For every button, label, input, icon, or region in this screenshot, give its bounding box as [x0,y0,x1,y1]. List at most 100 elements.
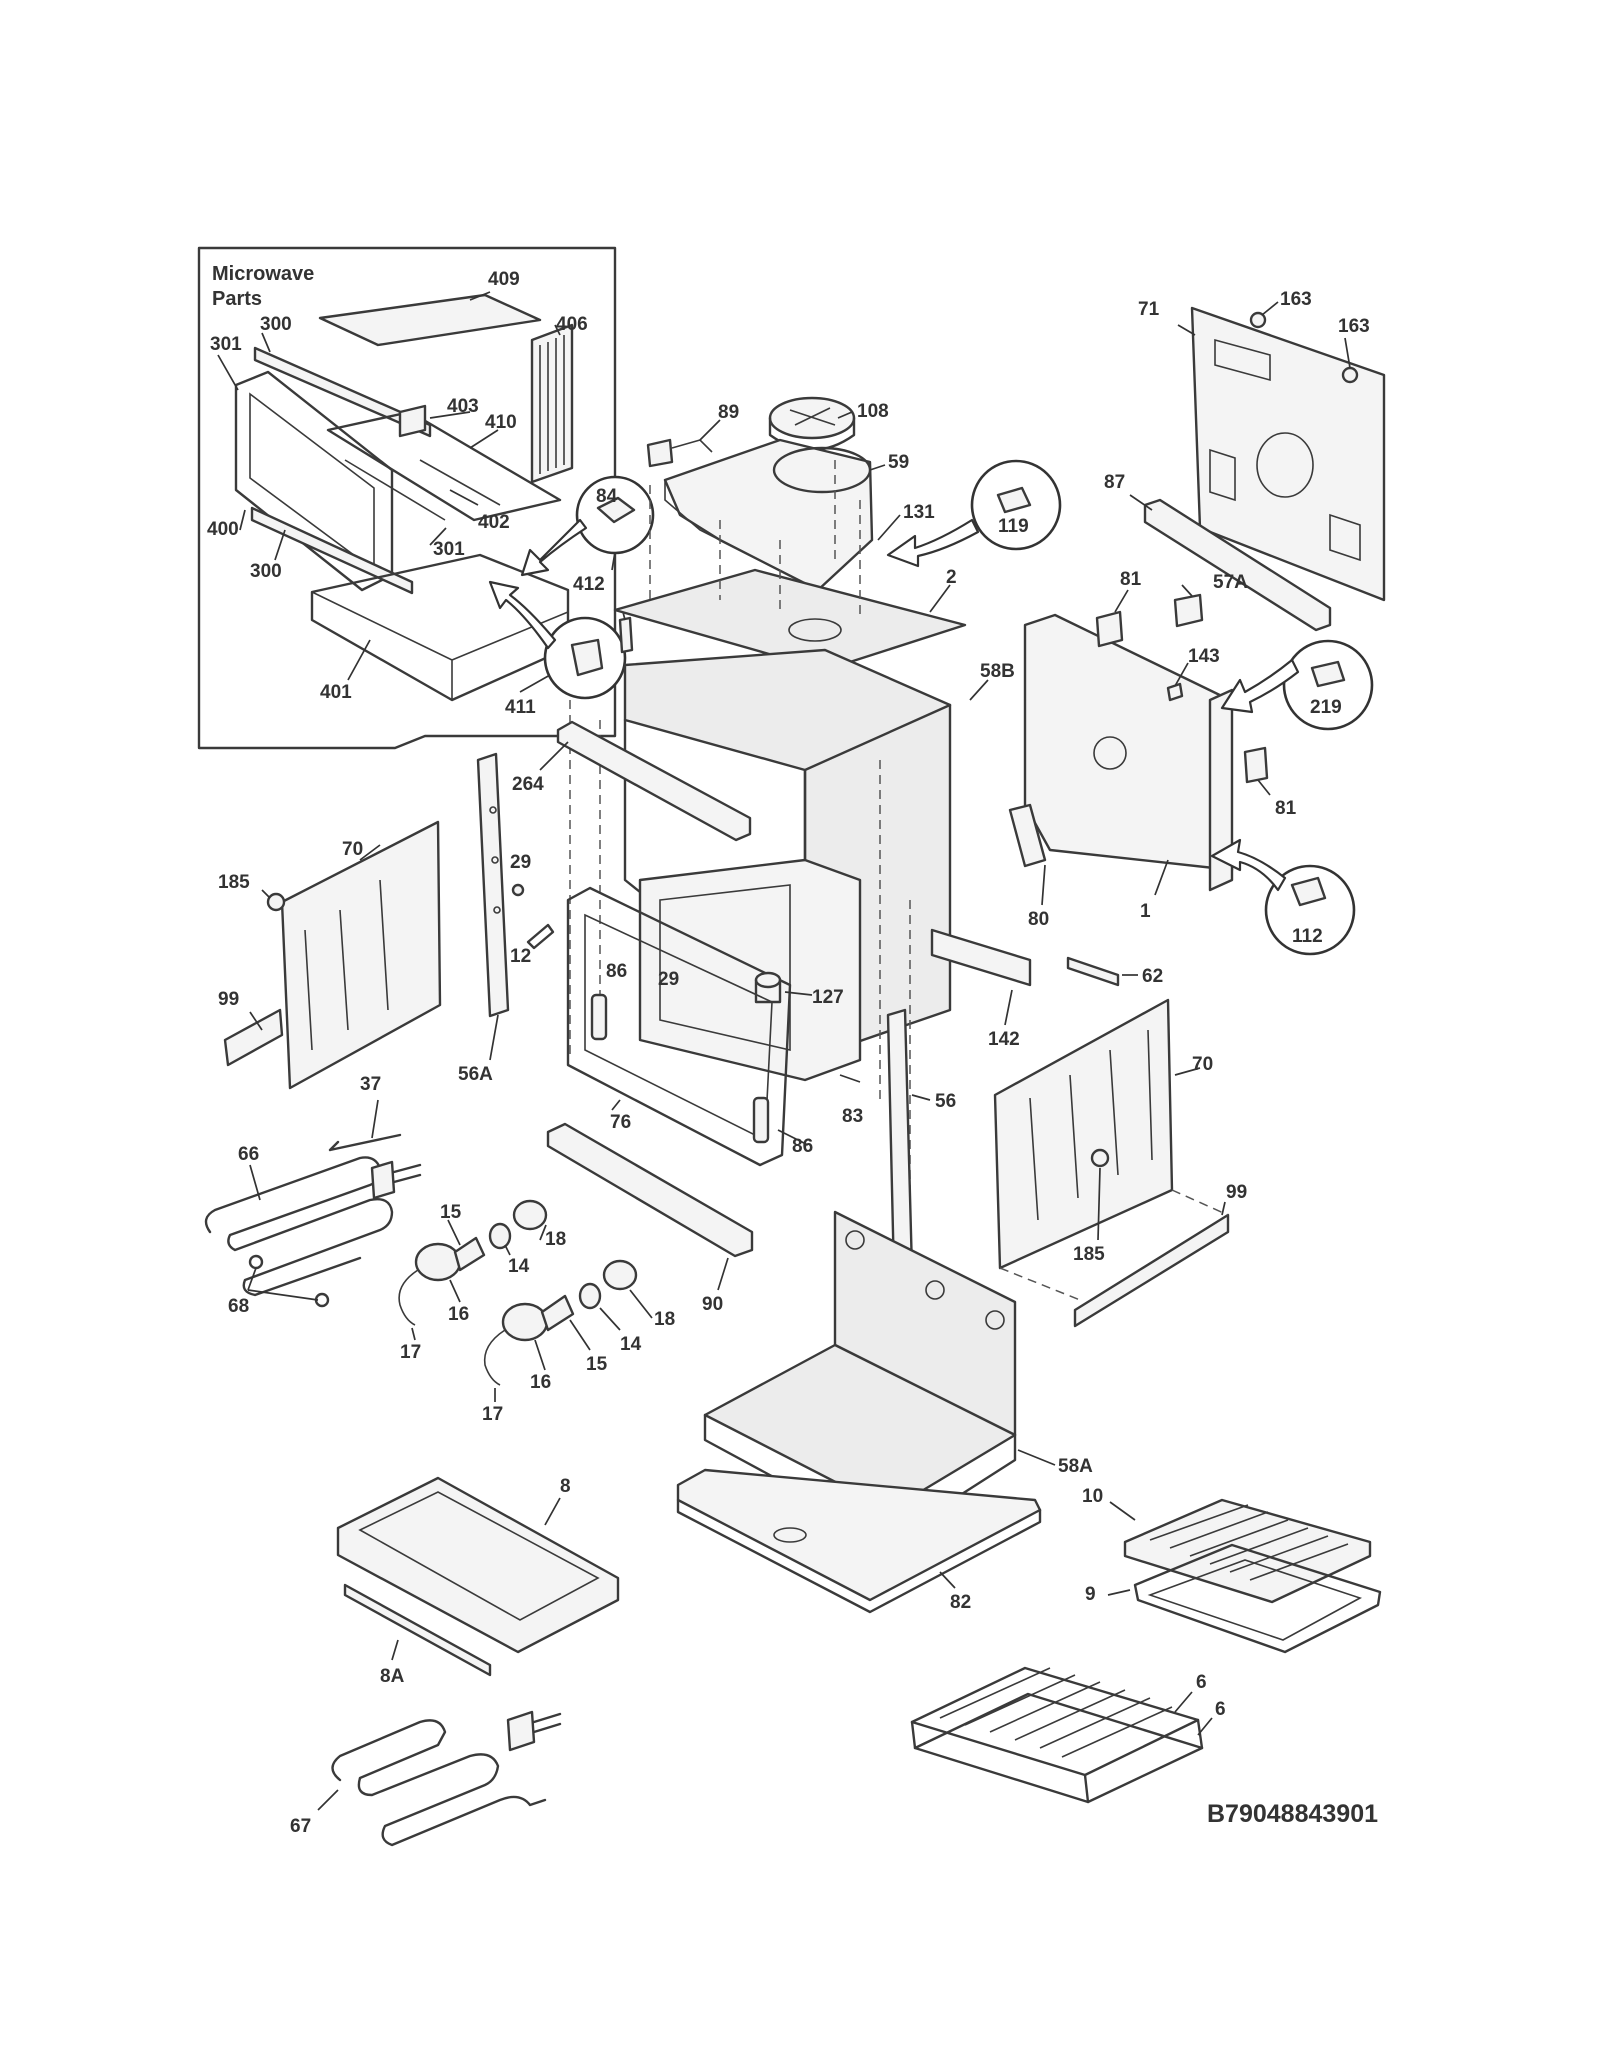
inset-leader-lines [217,291,626,693]
label-87: 87 [1104,472,1125,493]
broil-pan-slots [1149,1504,1349,1581]
label-127: 127 [812,987,844,1008]
label-81-top: 81 [1120,569,1142,590]
strip-hole [491,856,499,864]
leader-82 [939,1571,956,1589]
label-12: 12 [510,946,531,967]
mw-fuse-icon [570,638,604,677]
strip-142-bar [930,928,1032,987]
label-403: 403 [447,396,479,417]
top-dashed-guides [649,460,861,620]
callout-112 [1264,864,1356,956]
bake-element-67: 67 [290,1710,562,1847]
control-panel-leaders [1041,584,1271,906]
top-panel-hole [788,618,842,642]
label-400: 400 [207,519,239,540]
broil-pan-tray-9 [1133,1543,1382,1654]
light-socket-body [754,978,782,1004]
bracket-80 [1008,803,1047,868]
label-409: 409 [488,269,520,290]
label-56A: 56A [458,1064,493,1085]
label-185-left: 185 [218,872,250,893]
label-82: 82 [950,1592,971,1613]
arrow-219 [1220,658,1300,714]
mw-internal-tray [326,410,562,522]
mw-top-panel [318,293,542,347]
oven-cavity-insulation [569,648,952,1200]
label-56: 56 [935,1091,956,1112]
label-83: 83 [842,1106,863,1127]
terminal-block [1066,956,1120,987]
light-bulb-15a [453,1236,486,1272]
label-401: 401 [320,682,352,703]
clip-143 [1166,682,1184,702]
mw-part-412 [618,616,634,654]
label-89: 89 [718,402,739,423]
label-108: 108 [857,401,889,422]
bracket-87-bar [1143,498,1332,632]
broil-element-66: 37 66 68 [204,1074,422,1317]
drawing-number: B79048843901 [1207,1800,1378,1828]
label-99-right: 99 [1226,1182,1247,1203]
rack-upper-bars [939,1667,1173,1758]
broil-element-terminals [392,1163,422,1184]
label-300-top: 300 [260,314,292,335]
leader-56 [911,1094,931,1101]
oven-light-upper: 15 18 14 16 17 [398,1199,566,1363]
door-window-trim-8A [343,1583,492,1677]
label-29-left: 29 [510,852,531,873]
leader-264 [539,741,569,771]
hinge-receiver-right [752,1096,770,1144]
label-8A: 8A [380,1666,405,1687]
bottom-tray-hole [773,1527,807,1543]
label-9: 9 [1085,1584,1096,1605]
label-37: 37 [360,1074,381,1095]
light-wire-17a [398,1269,419,1326]
leader-87 [1129,494,1153,511]
side-strip-56: 56 [886,1008,956,1278]
label-10: 10 [1082,1486,1103,1507]
label-70-right: 70 [1192,1054,1213,1075]
insulation-hole [925,1280,945,1300]
bottom-trim-bar [546,1122,754,1258]
top-trim-bar [556,720,752,842]
rear-panel-hole [1256,432,1314,498]
mw-internal-braces [344,459,501,521]
label-84: 84 [596,486,618,507]
label-264: 264 [512,774,544,795]
door-window-leaders [391,1497,561,1661]
label-185-right: 185 [1073,1244,1105,1265]
hinge-receiver-left [590,993,608,1041]
gasket-leaders [611,991,861,1146]
right-nut-185 [1090,1148,1110,1168]
bracket-81-right [1243,746,1269,784]
bake-element-bracket [506,1710,536,1752]
label-6-upper: 6 [1196,1672,1207,1693]
leader-58A [1017,1449,1056,1466]
control-panel-side [1208,688,1234,892]
upper-light-leaders [411,1219,547,1341]
mw-switch-icon [596,496,636,524]
label-18-lower: 18 [654,1309,675,1330]
top-leader-lines [699,411,989,701]
label-17-upper: 17 [400,1342,421,1363]
screw-29 [511,883,525,897]
leader-56A [489,1014,499,1061]
support-68-a [248,1254,264,1270]
strip-hole [489,806,497,814]
plate-57A [1173,593,1204,628]
label-1: 1 [1140,901,1151,922]
label-59: 59 [888,452,909,473]
left-panel-leaders [249,844,381,1031]
left-panel-ribs [304,879,389,1051]
mw-vent-slats [539,335,565,474]
label-86-left: 86 [606,961,627,982]
light-bulb-15b [540,1294,575,1332]
light-wire-17b [483,1329,506,1386]
label-18-upper: 18 [545,1229,566,1250]
probe-37 [328,1133,402,1152]
light-ring-14b [578,1282,602,1310]
label-68: 68 [228,1296,249,1317]
label-406: 406 [556,314,588,335]
